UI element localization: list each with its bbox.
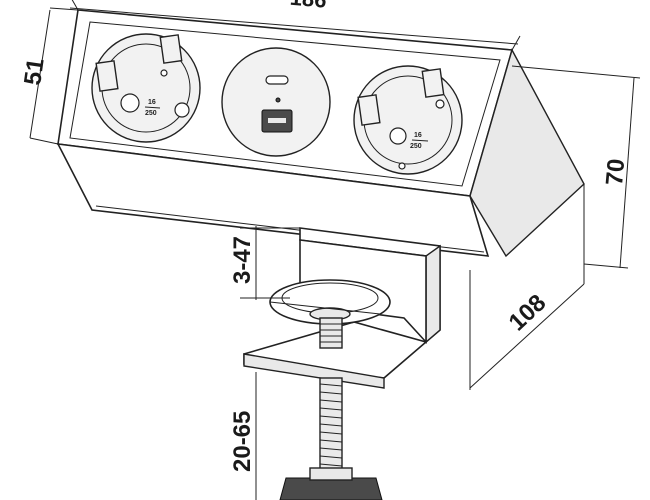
housing-lower-front <box>56 143 490 257</box>
socket-left-rating-bottom: 250 <box>145 110 157 117</box>
usb-module <box>221 47 331 157</box>
clamp-screw <box>279 377 383 500</box>
upper-thread <box>319 317 343 349</box>
socket-left-pin-hole-b <box>174 102 190 118</box>
socket-left-rating-top: 16 <box>148 99 156 106</box>
socket-right-pin-hole-a <box>389 127 407 145</box>
dim-top-length: 186 <box>289 0 328 13</box>
dim-depth: 108 <box>504 289 552 336</box>
socket-right-pin-hole-b <box>435 99 445 109</box>
socket-right-rating-bottom: 250 <box>410 143 422 150</box>
housing-right-side <box>469 48 585 258</box>
socket-left: 16 250 <box>91 33 201 143</box>
dim-clamp-range: 20-65 <box>229 411 256 472</box>
socket-left-pin-hole-a <box>120 93 140 113</box>
usb-c-port <box>265 75 289 85</box>
socket-right: 16 250 <box>353 65 463 175</box>
socket-right-rating-top: 16 <box>414 132 422 139</box>
dim-desk-thickness: 3-47 <box>229 236 256 284</box>
dimension-lines <box>29 0 641 500</box>
dim-front-height: 51 <box>19 57 49 87</box>
clamp-knob <box>279 477 383 500</box>
dim-total-height: 70 <box>601 158 630 187</box>
